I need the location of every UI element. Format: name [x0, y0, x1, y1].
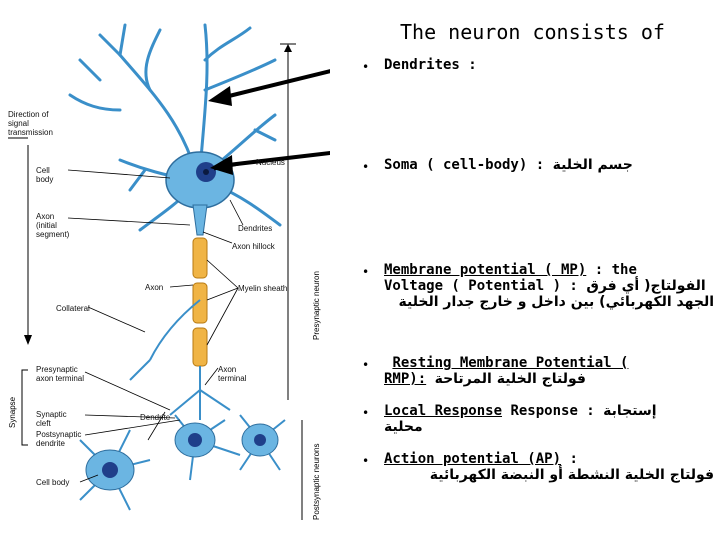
- bullet-dendrites: Dendrites :: [384, 57, 477, 73]
- bullet-action-potential: Action potential (AP) : فولتاج الخلية ال…: [384, 451, 714, 483]
- axon-hillock-label: Axon hillock: [232, 242, 275, 251]
- postsynaptic-neurons: [79, 414, 286, 511]
- bullet-dot: •: [362, 160, 370, 174]
- dendrite-label: Dendrite: [140, 413, 171, 422]
- bullet-membrane-potential: Membrane potential ( MP) : the Voltage (…: [384, 262, 714, 310]
- direction-arrowhead: [24, 335, 32, 345]
- nucleus-label: Nucleus: [256, 158, 285, 167]
- soma-arrow: [227, 150, 330, 167]
- bullet-dot: •: [362, 454, 370, 468]
- neuron-diagram: [8, 23, 330, 520]
- slide-title: The neuron consists of: [400, 20, 665, 44]
- axon-terminals: [129, 299, 231, 420]
- synapse-bracket: [21, 369, 28, 446]
- myelin-label: Myelin sheath: [238, 284, 288, 293]
- axon-label: Axon: [145, 283, 164, 292]
- bullet-dot: •: [362, 406, 370, 420]
- collateral-label: Collateral: [56, 304, 90, 313]
- dendrites-label: Dendrites: [238, 224, 273, 233]
- bullet-dot: •: [362, 60, 370, 74]
- bullet-soma: Soma ( cell-body) : جسم الخلية: [384, 157, 633, 173]
- myelin-sheath: [192, 237, 208, 367]
- bullet-dot: •: [362, 265, 370, 279]
- synapse-label: Synapse: [8, 396, 17, 428]
- dendrites-arrow: [224, 69, 330, 99]
- bullet-resting-potential: Resting Membrane Potential ( RMP): فولتا…: [384, 355, 629, 387]
- postsynaptic-neurons-label: Postsynaptic neurons: [312, 443, 321, 521]
- bullet-dot: •: [362, 358, 370, 372]
- axon-hillock: [192, 204, 208, 236]
- cell-body2-label: Cell body: [36, 478, 70, 487]
- presynaptic-neuron-label: Presynaptic neuron: [312, 271, 321, 340]
- bullet-local-response: Local Response Response : إستجابة محلية: [384, 403, 657, 435]
